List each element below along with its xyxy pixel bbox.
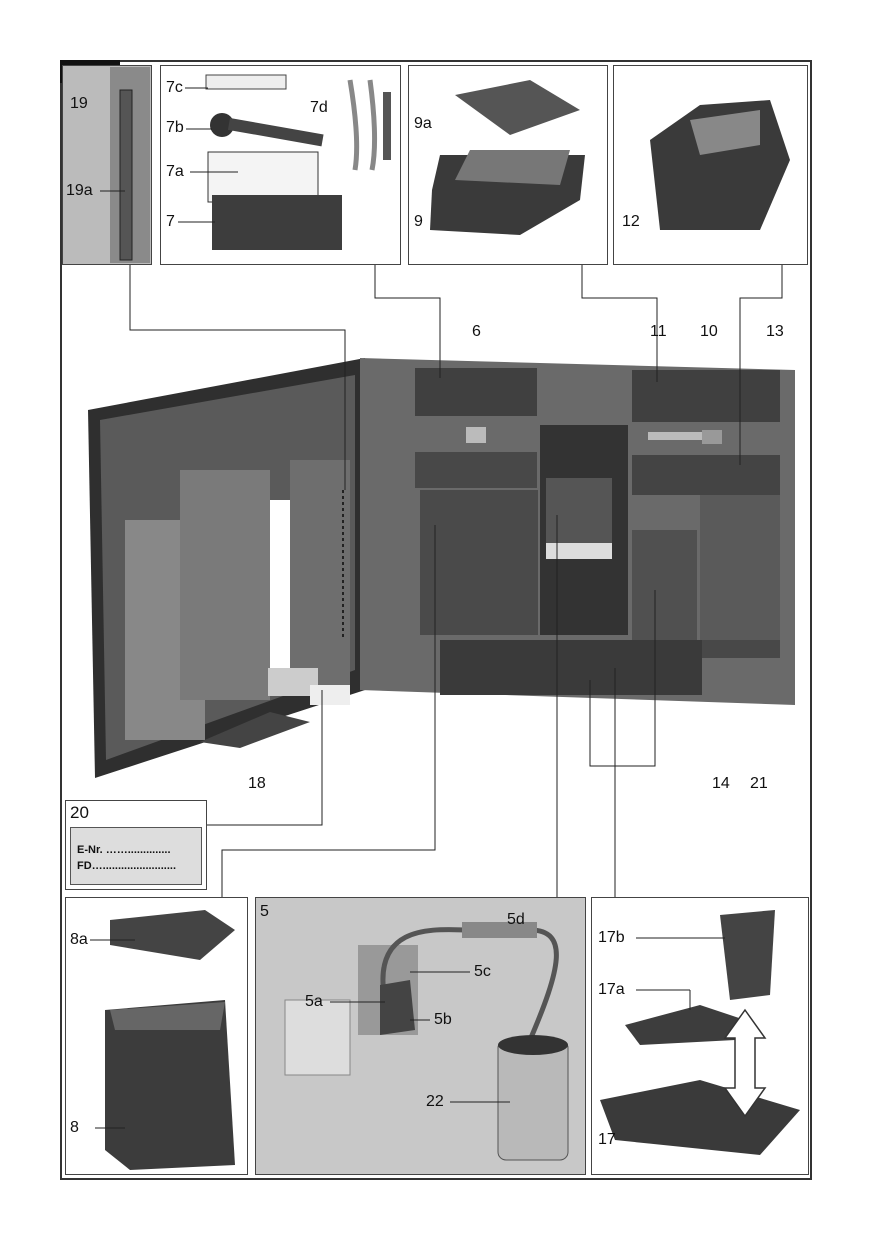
- tank-14: [700, 495, 780, 640]
- label-12: 12: [622, 213, 640, 230]
- handle-19a: [119, 89, 133, 261]
- outer-frame: [60, 60, 812, 1180]
- label-7c: 7c: [166, 79, 183, 96]
- label-17b: 17b: [598, 929, 625, 946]
- label-19: 19: [70, 95, 88, 112]
- e-nr-field: E-Nr. ……..............: [77, 844, 171, 856]
- label-5a: 5a: [305, 993, 323, 1010]
- drip-18: [200, 712, 310, 748]
- slot-11: [648, 432, 703, 440]
- type-plate: E-Nr. …….............. FD…..............…: [70, 827, 202, 885]
- hoses-7d: [347, 79, 378, 171]
- label-19a: 19a: [66, 182, 93, 199]
- tray-17: [600, 1080, 800, 1155]
- switch-6: [466, 427, 486, 443]
- lid-8a: [110, 910, 235, 960]
- spout-5: [546, 478, 612, 543]
- box-7: [212, 195, 342, 250]
- label-8a: 8a: [70, 931, 88, 948]
- label-5d: 5d: [507, 911, 525, 928]
- type-plate-box: 20 E-Nr. …….............. FD…...........…: [65, 800, 207, 890]
- drip-tray-17: [440, 640, 702, 695]
- label-9a: 9a: [414, 115, 432, 132]
- arrow-icon: [723, 1008, 767, 1118]
- label-20: 20: [70, 803, 89, 822]
- label-7a: 7a: [166, 163, 184, 180]
- label-7: 7: [166, 213, 175, 230]
- water-14a: [632, 530, 697, 640]
- label-17a: 17a: [598, 981, 625, 998]
- connector: [284, 999, 351, 1076]
- label-9: 9: [414, 213, 423, 230]
- container-22: [497, 1039, 569, 1161]
- slot-8: [415, 452, 537, 488]
- label-17: 17: [598, 1131, 616, 1148]
- label-21: 21: [750, 775, 768, 792]
- label-6: 6: [472, 323, 481, 340]
- plate-20: [310, 685, 350, 705]
- label-5: 5: [260, 903, 269, 920]
- label-14: 14: [712, 775, 730, 792]
- part-21: [702, 640, 780, 658]
- label-22: 22: [426, 1093, 444, 1110]
- slot-7: [415, 368, 537, 416]
- label-8: 8: [70, 1119, 79, 1136]
- label-18: 18: [248, 775, 266, 792]
- insert-17a: [625, 1005, 745, 1045]
- slot-12: [632, 455, 780, 495]
- fd-field: FD…........................: [77, 860, 177, 872]
- slot-9: [632, 370, 780, 422]
- filter-5d: [462, 922, 537, 938]
- container-8: [105, 1000, 235, 1170]
- adapter-5a: [380, 980, 415, 1035]
- label-5b: 5b: [434, 1011, 452, 1028]
- label-10: 10: [700, 323, 718, 340]
- lid-9a: [455, 80, 580, 135]
- label-13: 13: [766, 323, 784, 340]
- spoon-7b: [210, 113, 234, 137]
- key-10: [702, 430, 722, 444]
- cover-17b: [720, 910, 775, 1000]
- label-7b: 7b: [166, 119, 184, 136]
- label-5c: 5c: [474, 963, 491, 980]
- test-strip-7c: [205, 74, 287, 90]
- label-11: 11: [650, 323, 667, 340]
- manual-7a: [207, 151, 319, 203]
- label-7d: 7d: [310, 99, 328, 116]
